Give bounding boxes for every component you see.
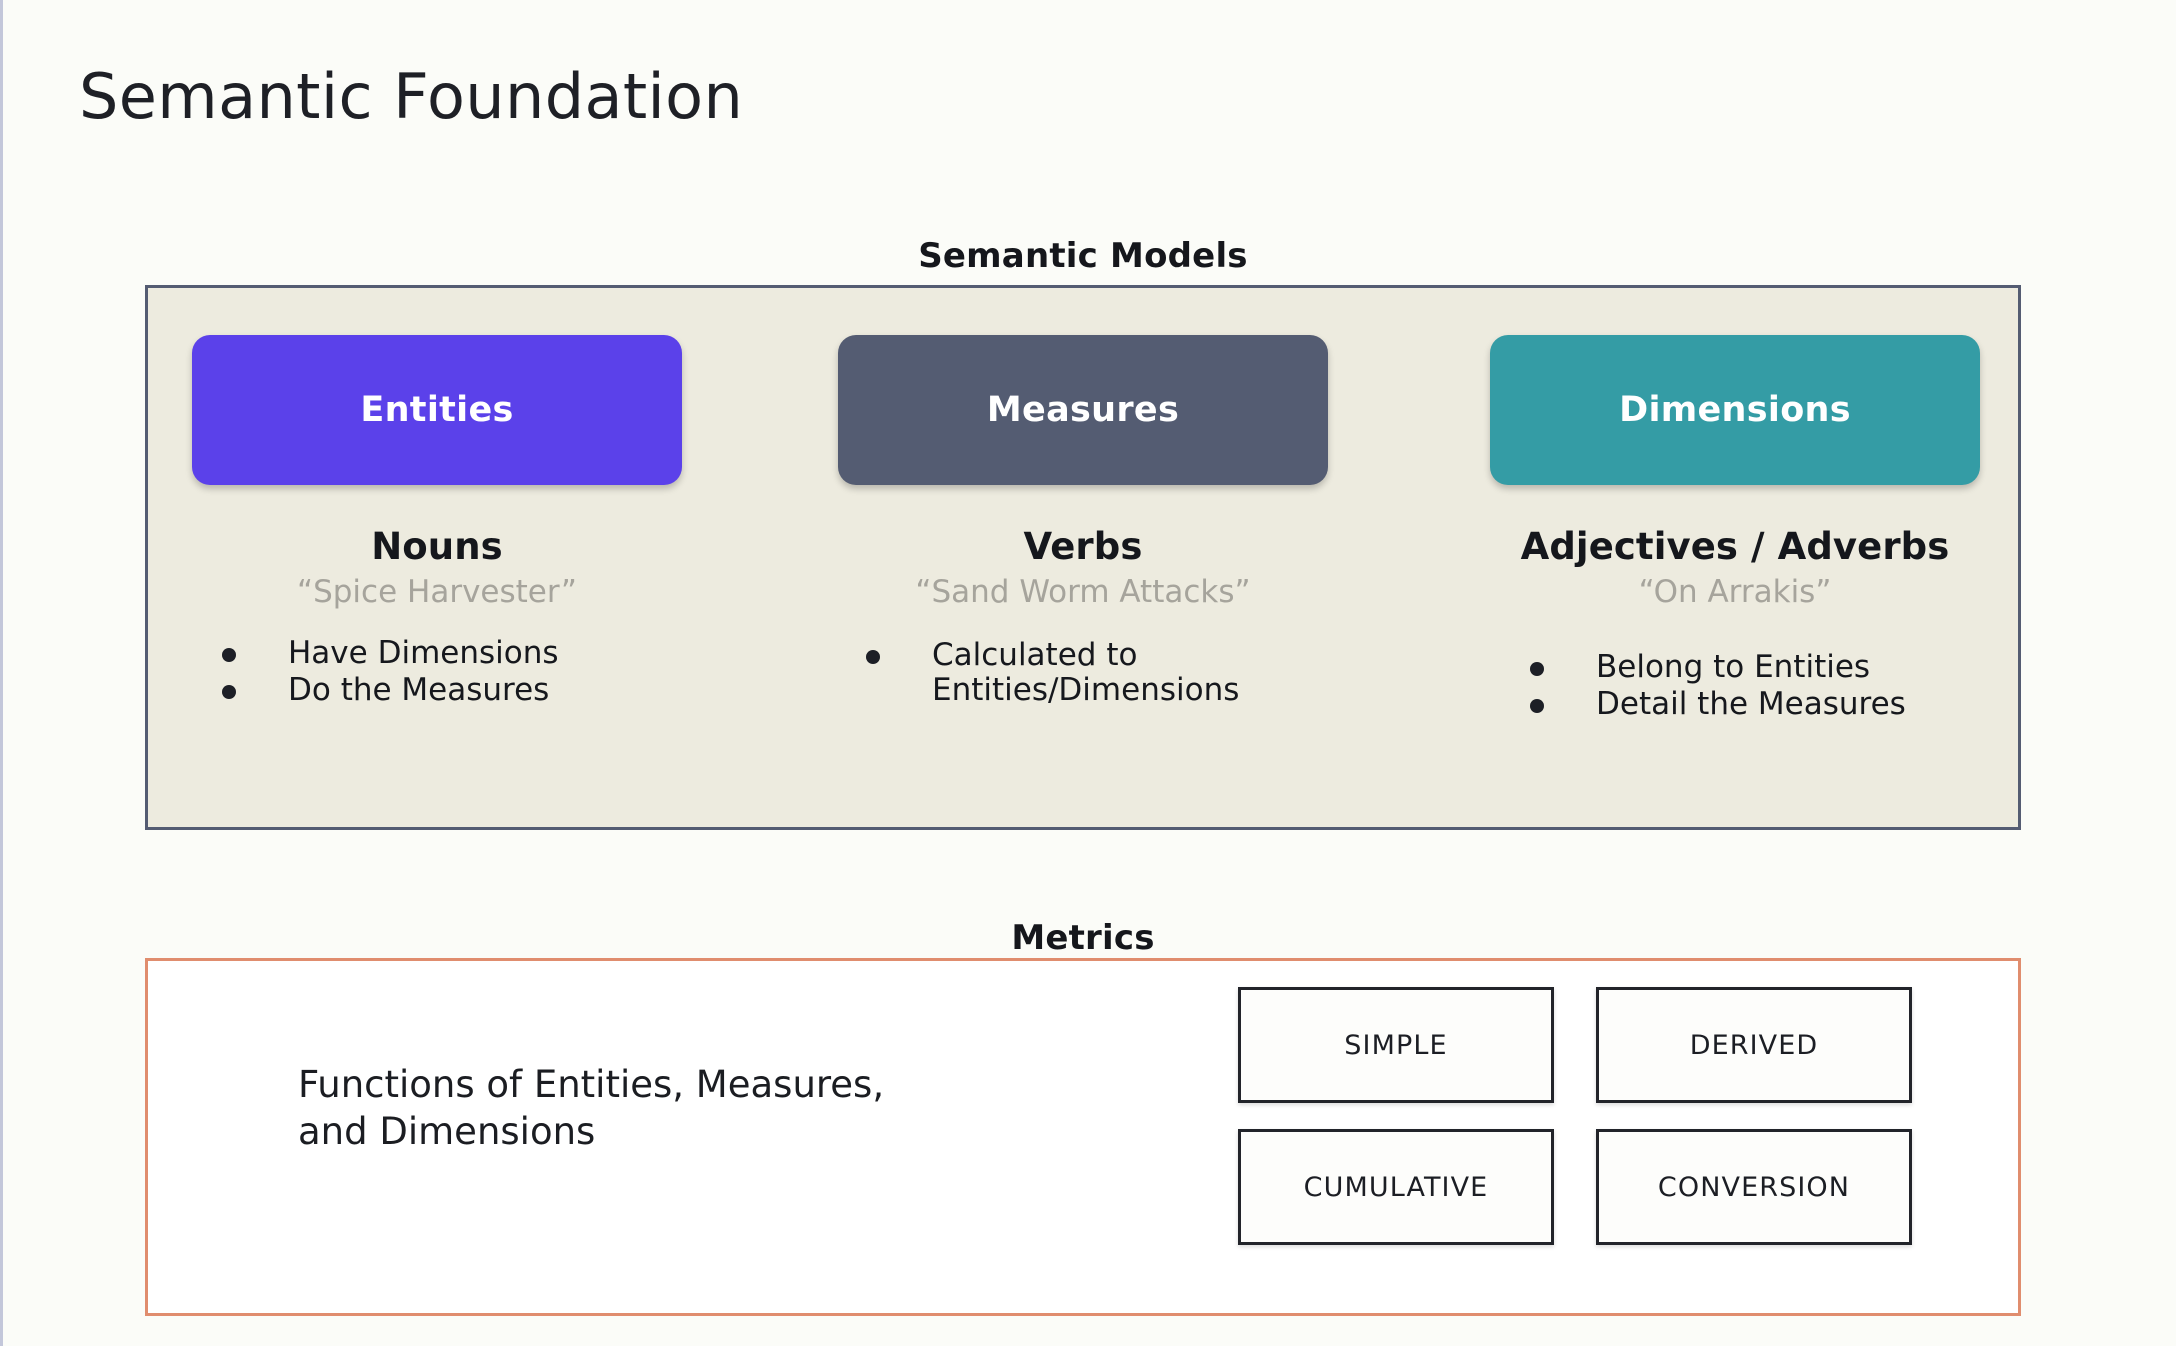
- semantic-models-panel: Entities Nouns “Spice Harvester” Have Di…: [145, 285, 2021, 830]
- dimensions-bullet-2: Detail the Measures: [1596, 686, 1906, 723]
- measures-bullet-list: Calculated to Entities/Dimensions: [838, 637, 1328, 709]
- metric-type-cumulative[interactable]: CUMULATIVE: [1238, 1129, 1554, 1245]
- dimensions-bullet-list: Belong to Entities Detail the Measures: [1490, 649, 1980, 723]
- list-item: Calculated to Entities/Dimensions: [866, 637, 1328, 709]
- metrics-heading: Metrics: [1011, 918, 1155, 958]
- metric-type-derived[interactable]: DERIVED: [1596, 987, 1912, 1103]
- bullet-dot-icon: [1530, 699, 1544, 714]
- measures-card-label: Measures: [986, 390, 1180, 430]
- list-item: Belong to Entities: [1530, 649, 1980, 685]
- entities-bullet-2: Do the Measures: [288, 672, 550, 709]
- list-item: Do the Measures: [222, 672, 682, 709]
- metric-type-conversion[interactable]: CONVERSION: [1596, 1129, 1912, 1245]
- bullet-dot-icon: [866, 650, 880, 664]
- measures-bullet-1: Calculated to Entities/Dimensions: [932, 637, 1240, 709]
- metric-type-derived-label: DERIVED: [1689, 1029, 1819, 1061]
- measures-part-of-speech: Verbs: [1023, 525, 1143, 568]
- entities-bullet-1: Have Dimensions: [288, 635, 559, 671]
- metric-type-conversion-label: CONVERSION: [1657, 1171, 1851, 1203]
- measures-example: “Sand Worm Attacks”: [915, 574, 1251, 610]
- metrics-description-line-1: Functions of Entities, Measures,: [298, 1063, 885, 1106]
- entities-card[interactable]: Entities: [192, 335, 682, 485]
- entities-card-label: Entities: [360, 390, 514, 430]
- entities-example: “Spice Harvester”: [297, 574, 577, 610]
- dimensions-bullet-1: Belong to Entities: [1596, 649, 1871, 685]
- semantic-models-heading: Semantic Models: [918, 236, 1248, 276]
- metrics-panel: Functions of Entities, Measures, and Dim…: [145, 958, 2021, 1316]
- entities-bullet-list: Have Dimensions Do the Measures: [192, 635, 682, 709]
- metric-type-cumulative-label: CUMULATIVE: [1303, 1171, 1489, 1203]
- measures-card[interactable]: Measures: [838, 335, 1328, 485]
- dimensions-example: “On Arrakis”: [1638, 574, 1832, 610]
- dimensions-part-of-speech: Adjectives / Adverbs: [1520, 525, 1950, 568]
- model-column-entities: Entities Nouns “Spice Harvester” Have Di…: [192, 288, 682, 827]
- bullet-dot-icon: [222, 685, 236, 700]
- bullet-dot-icon: [222, 648, 236, 662]
- list-item: Detail the Measures: [1530, 686, 1980, 723]
- dimensions-card[interactable]: Dimensions: [1490, 335, 1980, 485]
- metric-type-simple-label: SIMPLE: [1344, 1029, 1448, 1061]
- page-title: Semantic Foundation: [79, 60, 744, 133]
- model-column-dimensions: Dimensions Adjectives / Adverbs “On Arra…: [1490, 288, 1980, 827]
- entities-part-of-speech: Nouns: [371, 525, 503, 568]
- bullet-dot-icon: [1530, 662, 1544, 676]
- metrics-description-line-2: and Dimensions: [298, 1110, 596, 1154]
- list-item: Have Dimensions: [222, 635, 682, 671]
- dimensions-card-label: Dimensions: [1619, 390, 1851, 430]
- metric-type-simple[interactable]: SIMPLE: [1238, 987, 1554, 1103]
- metric-type-grid: SIMPLE DERIVED CUMULATIVE CONVERSION: [1238, 987, 1912, 1245]
- metrics-description: Functions of Entities, Measures, and Dim…: [298, 1061, 998, 1156]
- model-column-measures: Measures Verbs “Sand Worm Attacks” Calcu…: [838, 288, 1328, 827]
